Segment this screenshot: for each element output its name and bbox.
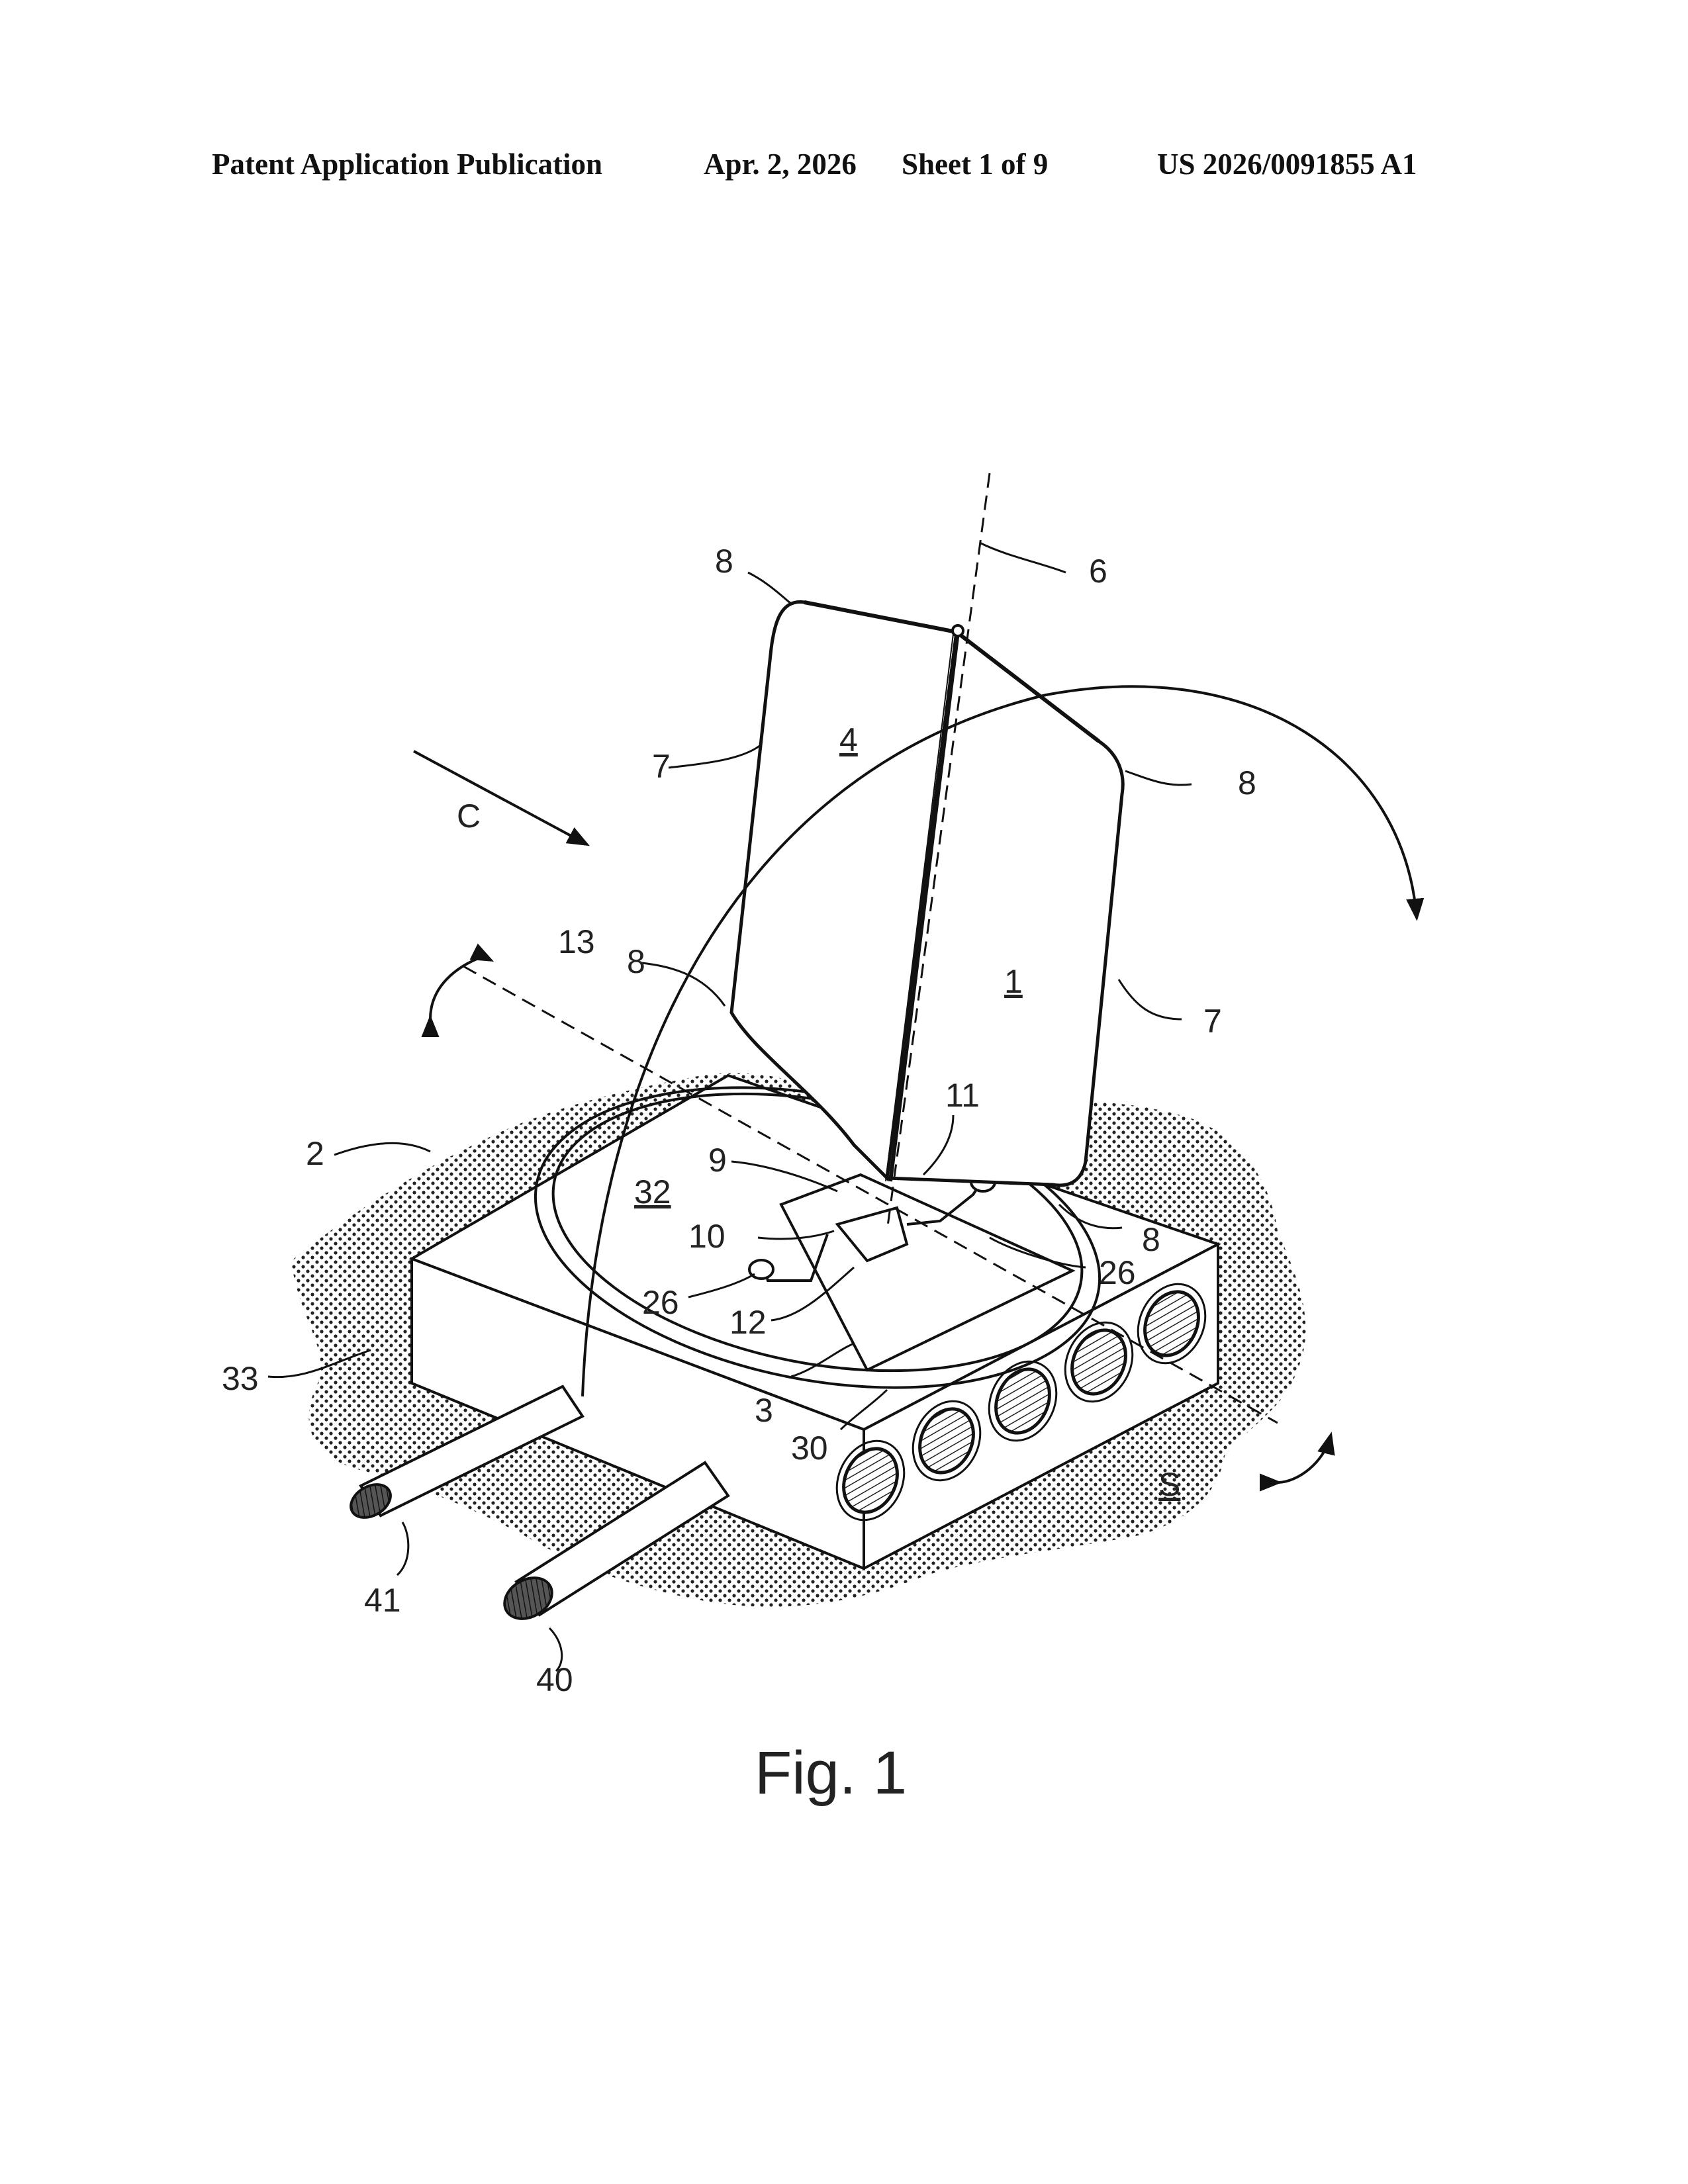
label-9: 9 xyxy=(708,1142,727,1179)
label-8-mid: 8 xyxy=(627,943,645,980)
label-32: 32 xyxy=(634,1173,671,1210)
pivot-arrow-s xyxy=(1278,1436,1331,1482)
label-30: 30 xyxy=(791,1430,828,1467)
label-8-right: 8 xyxy=(1238,764,1256,801)
label-26-right: 26 xyxy=(1099,1254,1136,1291)
label-7-left: 7 xyxy=(652,748,671,785)
label-13: 13 xyxy=(558,923,595,960)
label-3: 3 xyxy=(755,1392,773,1429)
label-8-low: 8 xyxy=(1142,1221,1160,1258)
label-40: 40 xyxy=(536,1661,573,1698)
label-c: C xyxy=(457,797,481,835)
wind-arrow-c xyxy=(414,751,586,844)
label-12: 12 xyxy=(729,1304,767,1341)
label-8-top: 8 xyxy=(715,543,733,580)
mast-top xyxy=(953,625,963,636)
label-41: 41 xyxy=(364,1582,401,1619)
label-2: 2 xyxy=(306,1135,324,1172)
pivot-arrow-13 xyxy=(430,956,490,1019)
label-7-right: 7 xyxy=(1203,1003,1222,1040)
label-10: 10 xyxy=(688,1218,726,1255)
label-6: 6 xyxy=(1089,553,1107,590)
label-4: 4 xyxy=(839,721,858,758)
label-1: 1 xyxy=(1004,963,1023,1000)
label-11: 11 xyxy=(945,1077,980,1114)
label-s: S xyxy=(1158,1466,1180,1503)
figure-caption: Fig. 1 xyxy=(755,1739,907,1807)
label-33: 33 xyxy=(222,1360,259,1397)
label-26-left: 26 xyxy=(642,1284,679,1321)
